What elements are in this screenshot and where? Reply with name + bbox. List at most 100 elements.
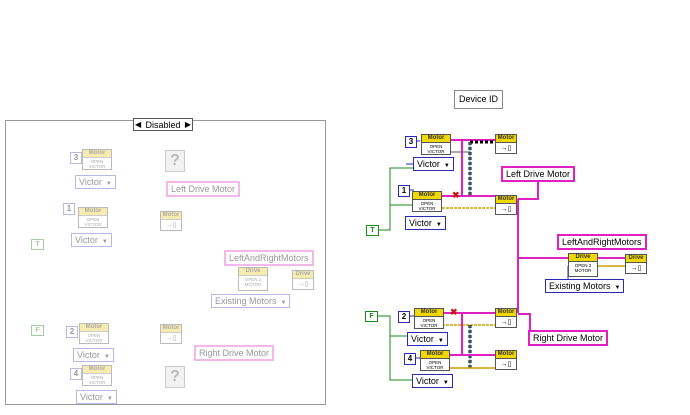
open-motor-vi[interactable]: Motor OPEN VICTOR [82, 365, 112, 386]
numeric-constant-1[interactable]: 1 [63, 203, 75, 215]
open-motor-vi[interactable]: Motor OPEN VICTOR [414, 308, 444, 329]
error-cross-icon: ✖ [450, 307, 458, 317]
motor-write-vi[interactable]: Motor →▯ [495, 134, 517, 154]
vi-header: Drive [626, 255, 646, 263]
missing-vi-icon: ? [165, 150, 185, 172]
case-prev-arrow[interactable]: ◀ [135, 120, 142, 129]
case-selector[interactable]: ◀ Disabled ▶ [133, 118, 193, 131]
vi-header: Motor [415, 309, 443, 317]
numeric-constant-3[interactable]: 3 [405, 136, 417, 148]
open-motor-vi[interactable]: Motor OPEN VICTOR [420, 350, 450, 371]
boolean-false-constant[interactable]: F [31, 325, 44, 336]
chevron-down-icon[interactable]: ▼ [280, 300, 287, 306]
vi-header: Drive [293, 271, 313, 279]
right-drive-ref[interactable]: Right Drive Motor [194, 345, 275, 361]
motor-write-vi[interactable]: Motor →▯ [495, 350, 517, 370]
write-icon: →▯ [500, 145, 512, 152]
enum-value: Victor [417, 159, 440, 169]
open-motor-vi[interactable]: Motor OPEN VICTOR [79, 323, 109, 344]
motor-type-enum[interactable]: Victor▼ [412, 374, 453, 388]
vi-header: Motor [161, 212, 181, 220]
left-and-right-motors-ref[interactable]: LeftAndRightMotors [224, 250, 314, 266]
right-drive-ref[interactable]: Right Drive Motor [528, 330, 609, 346]
enum-value: Victor [79, 177, 102, 187]
case-next-arrow[interactable]: ▶ [184, 120, 191, 129]
vi-body: OPEN VICTOR [426, 360, 444, 370]
left-and-right-motors-ref[interactable]: LeftAndRightMotors [557, 234, 647, 250]
vi-header: Motor [79, 208, 107, 216]
motor-type-enum[interactable]: Victor▼ [76, 390, 117, 404]
chevron-down-icon[interactable]: ▼ [105, 181, 112, 187]
motor-type-enum[interactable]: Victor▼ [75, 175, 116, 189]
motor-write-vi[interactable]: Motor →▯ [495, 308, 517, 328]
vi-body: OPEN VICTOR [420, 318, 438, 328]
left-drive-ref[interactable]: Left Drive Motor [501, 166, 576, 182]
motor-write-vi[interactable]: Motor →▯ [495, 195, 517, 215]
active-wires [378, 139, 625, 381]
chevron-down-icon[interactable]: ▼ [443, 163, 450, 169]
write-icon: →▯ [500, 361, 512, 368]
motor-type-enum[interactable]: Victor▼ [73, 348, 114, 362]
enum-value: Existing Motors [549, 281, 611, 291]
motor-type-enum[interactable]: Victor▼ [71, 233, 112, 247]
open-motor-vi[interactable]: Motor OPEN VICTOR [78, 207, 108, 228]
numeric-constant-2[interactable]: 2 [66, 326, 78, 338]
write-icon: →▯ [165, 335, 177, 342]
vi-body: OPEN 2 MOTOR [574, 263, 592, 273]
vi-body: OPEN VICTOR [84, 217, 102, 227]
error-cross-icon: ✖ [452, 190, 460, 200]
existing-motors-enum[interactable]: Existing Motors▼ [545, 279, 625, 293]
missing-vi-icon: ? [165, 366, 185, 388]
vi-header: Motor [83, 366, 111, 374]
vi-header: Motor [80, 324, 108, 332]
write-icon: →▯ [630, 265, 642, 272]
vi-body: OPEN VICTOR [88, 159, 106, 169]
motor-type-enum[interactable]: Victor▼ [407, 332, 448, 346]
chevron-down-icon[interactable]: ▼ [103, 354, 110, 360]
write-icon: →▯ [500, 319, 512, 326]
chevron-down-icon[interactable]: ▼ [442, 380, 449, 386]
open-motor-vi[interactable]: Motor OPEN VICTOR [412, 191, 442, 212]
existing-motors-enum[interactable]: Existing Motors▼ [211, 294, 291, 308]
chevron-down-icon[interactable]: ▼ [437, 338, 444, 344]
boolean-false-constant[interactable]: F [365, 311, 378, 322]
motor-write-vi[interactable]: Motor →▯ [160, 211, 182, 231]
enum-value: Victor [77, 350, 100, 360]
case-selector-label: Disabled [145, 120, 181, 130]
vi-header: Motor [413, 192, 441, 200]
motor-type-enum[interactable]: Victor▼ [413, 157, 454, 171]
vi-header: Drive [569, 254, 597, 262]
device-id-label[interactable]: Device ID [454, 90, 504, 109]
enum-value: Victor [75, 235, 98, 245]
write-icon: →▯ [165, 222, 177, 229]
chevron-down-icon[interactable]: ▼ [101, 239, 108, 245]
chevron-down-icon[interactable]: ▼ [614, 285, 621, 291]
chevron-down-icon[interactable]: ▼ [106, 396, 113, 402]
vi-body: OPEN VICTOR [85, 333, 103, 343]
motor-type-enum[interactable]: Victor▼ [405, 216, 446, 230]
open-motor-vi[interactable]: Motor OPEN VICTOR [421, 134, 451, 155]
vi-header: Motor [83, 150, 111, 158]
motor-write-vi[interactable]: Motor →▯ [160, 324, 182, 344]
numeric-constant-4[interactable]: 4 [70, 368, 82, 380]
numeric-constant-4[interactable]: 4 [404, 353, 416, 365]
vi-header: Drive [239, 268, 267, 276]
vi-body: OPEN VICTOR [88, 375, 106, 385]
boolean-true-constant[interactable]: T [31, 239, 44, 250]
numeric-constant-1[interactable]: 1 [398, 185, 410, 197]
numeric-constant-3[interactable]: 3 [70, 152, 82, 164]
drive-write-vi[interactable]: Drive →▯ [292, 270, 314, 290]
vi-header: Motor [422, 135, 450, 143]
numeric-constant-2[interactable]: 2 [398, 311, 410, 323]
vi-body: OPEN VICTOR [418, 201, 436, 211]
boolean-true-constant[interactable]: T [366, 225, 379, 236]
open-2motor-vi[interactable]: Drive OPEN 2 MOTOR [568, 253, 598, 277]
open-motor-vi[interactable]: Motor OPEN VICTOR [82, 149, 112, 170]
write-icon: →▯ [297, 281, 309, 288]
chevron-down-icon[interactable]: ▼ [435, 222, 442, 228]
drive-write-vi[interactable]: Drive →▯ [625, 254, 647, 274]
left-drive-ref[interactable]: Left Drive Motor [166, 181, 241, 197]
vi-body: OPEN 2 MOTOR [244, 277, 262, 287]
enum-value: Victor [80, 392, 103, 402]
open-2motor-vi[interactable]: Drive OPEN 2 MOTOR [238, 267, 268, 291]
